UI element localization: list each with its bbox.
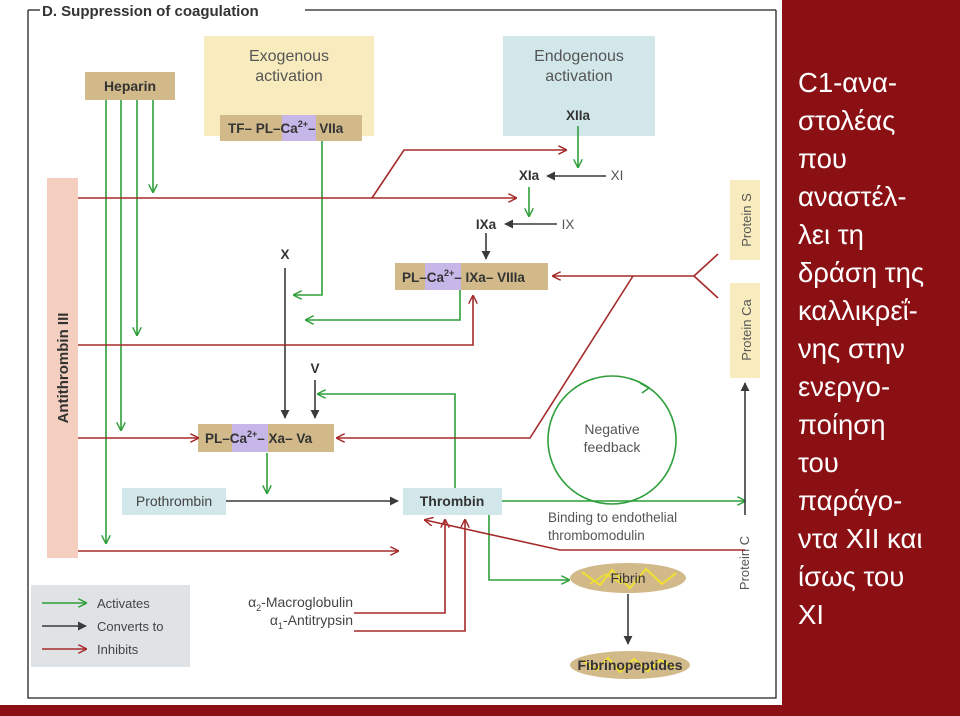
fibrinopeptides-label: Fibrinopeptides [578,657,683,673]
fibrinopeptides-node: Fibrinopeptides [570,651,690,679]
fibrin-node: Fibrin [570,563,686,593]
factor-ixa: IXa [476,217,497,232]
exogenous-label-2: activation [255,68,323,85]
side-text-line: XI [798,599,824,630]
factor-xiia: XIIa [566,108,591,123]
protein-s-box [730,180,760,260]
prothrombin-label: Prothrombin [136,493,212,509]
tenase-complex-label: PL–Ca2+– IXa– VIIIa [402,268,525,285]
binding-label-1: Binding to endothelial [548,510,677,525]
fibrin-label: Fibrin [610,570,645,586]
tenase-complex-box [395,263,548,290]
thrombin-label: Thrombin [420,493,485,509]
side-text-line: ίσως του [798,561,905,592]
side-text: C1-ανα- στολέας που αναστέλ- λει τη δράσ… [798,64,956,634]
side-text-line: δράση της [798,257,925,288]
legend-activates-label: Activates [97,596,150,611]
antithrombin-box [47,178,78,558]
factor-xia: XIa [519,168,540,183]
prothrombin-box [122,488,226,515]
side-text-line: C1-ανα- [798,67,898,98]
protein-ca-box [730,283,760,378]
side-text-panel [782,0,960,705]
side-text-line: νης στην [798,333,905,364]
protein-s-label: Protein S [739,193,754,247]
tf-complex-label: TF– PL–Ca2+– VIIa [228,119,344,136]
side-text-line: λει τη [798,219,864,250]
side-text-line: παράγο- [798,485,903,516]
factor-v: V [310,361,319,376]
endogenous-label-1: Endogenous [534,48,624,65]
prothrombinase-label: PL–Ca2+– Xa– Va [205,429,313,446]
figure-frame [27,10,777,699]
side-text-line: του [798,447,839,478]
endogenous-label-2: activation [545,68,613,85]
negative-feedback-loop [547,375,677,505]
factor-ix: IX [562,217,575,232]
inhibition-arrows [78,150,745,632]
activation-arrows [106,100,745,580]
thrombin-box [403,488,502,515]
side-text-line: που [798,143,847,174]
factor-x: X [280,247,289,262]
side-text-line: καλλικρεΐ- [798,295,918,326]
negative-feedback-label-2: feedback [584,439,642,455]
legend-inhibits-label: Inhibits [97,642,139,657]
macroglobulin-label: α2-Macroglobulin [248,594,353,613]
antithrombin-label: Antithrombin III [55,313,72,424]
exogenous-label-1: Exogenous [249,48,329,65]
side-text-line: στολέας [798,105,896,136]
conversion-arrows [226,171,750,645]
side-text-line: ποίηση [798,409,886,440]
endogenous-panel [503,36,655,136]
factor-xi: XI [611,168,624,183]
side-text-line: ενεργο- [798,371,891,402]
binding-label-2: thrombomodulin [548,528,645,543]
side-text-line: αναστέλ- [798,181,907,212]
coagulation-diagram: D. Suppression of coagulation Exogenous … [27,3,777,699]
side-text-line: ντα XII και [798,523,923,554]
antitrypsin-label: α1-Antitrypsin [270,612,353,631]
protein-c-label: Protein C [737,536,752,590]
legend-converts-label: Converts to [97,619,163,634]
heparin-label: Heparin [104,78,156,94]
figure-title: D. Suppression of coagulation [42,3,259,20]
protein-ca-label: Protein Ca [739,299,754,361]
negative-feedback-label-1: Negative [584,421,639,437]
heparin-box [85,72,175,100]
bottom-bar [0,705,960,716]
